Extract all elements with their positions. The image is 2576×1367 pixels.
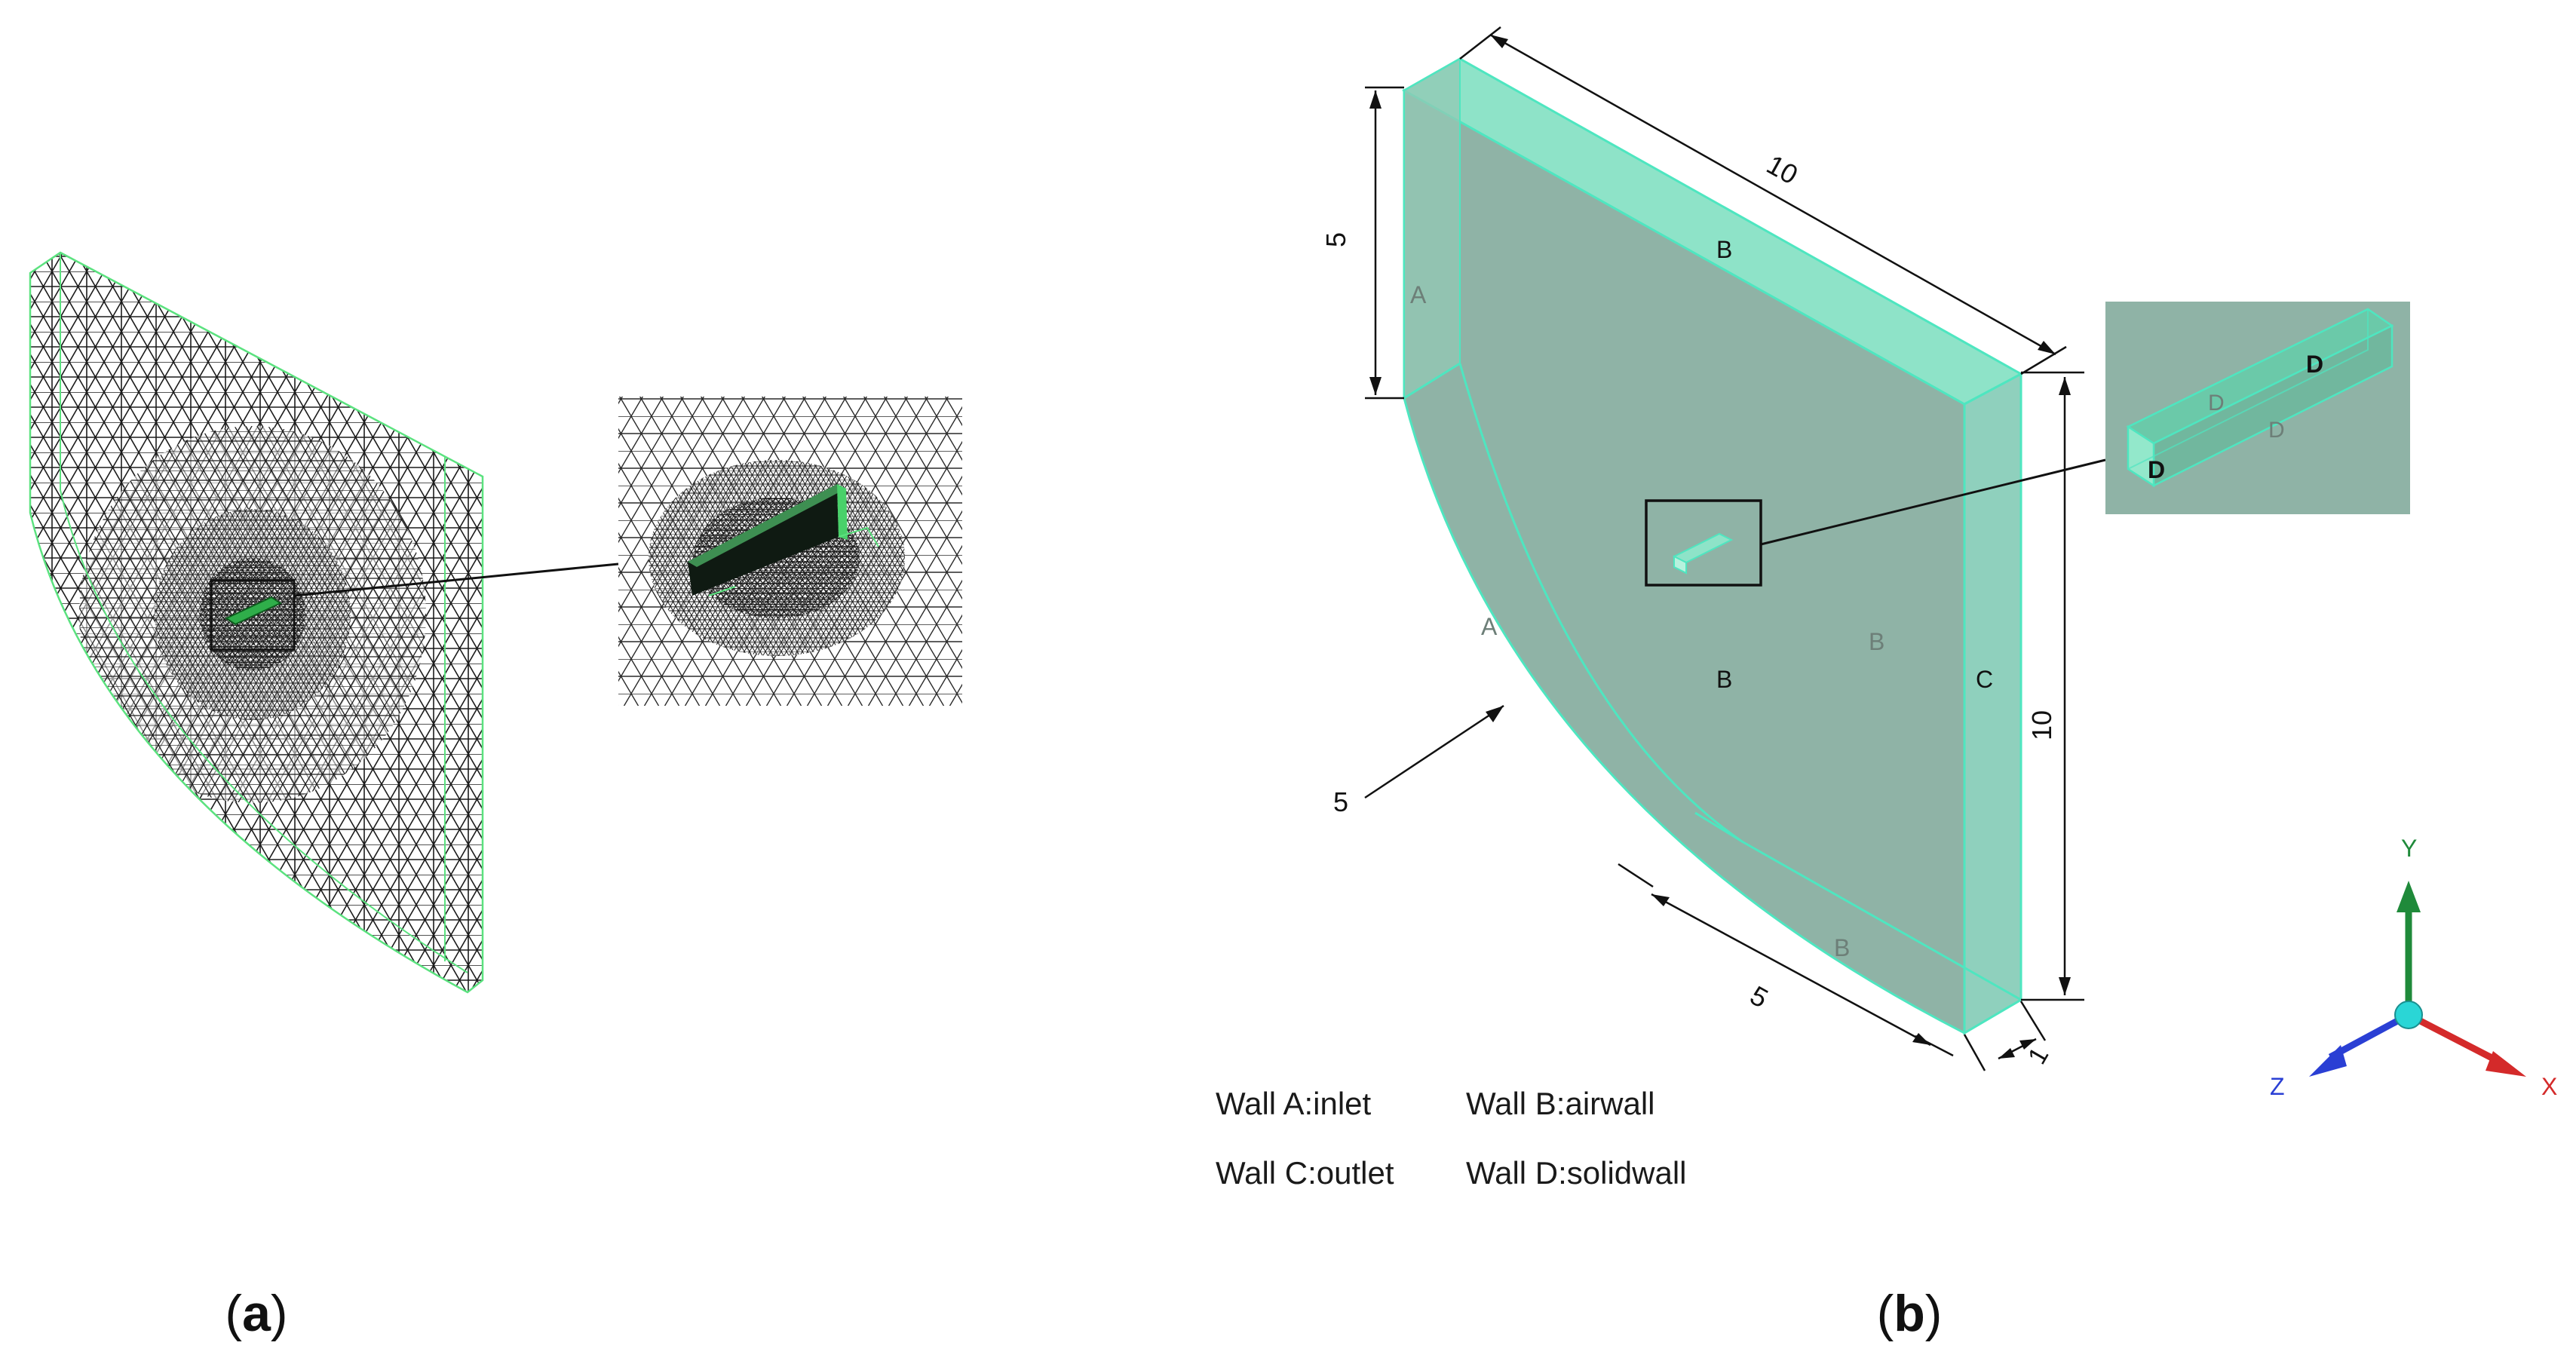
wall-label-b: B <box>1869 628 1884 655</box>
mesh-selection-box <box>210 579 296 651</box>
d-selection-box <box>1645 499 1762 587</box>
mesh-zoom-leader <box>293 562 619 597</box>
wall-label-a: A <box>1410 281 1427 308</box>
x-axis-label: X <box>2541 1073 2557 1100</box>
dimension-arrows <box>1369 35 2071 1059</box>
solid-right-face <box>1963 372 2022 1035</box>
wall-label-c: C <box>1976 666 1993 693</box>
z-axis-arrow <box>2309 1045 2347 1077</box>
z-axis <box>2328 1012 2411 1060</box>
mesh-zoom-object-side <box>837 484 848 540</box>
y-axis-label: Y <box>2401 835 2417 862</box>
panel-a: (a) <box>29 251 962 1342</box>
panel-b: D D D D A A B B B B C <box>1320 26 2557 1342</box>
solid-left-face <box>1403 57 1461 400</box>
wall-label-b: B <box>1834 934 1850 961</box>
x-axis-arrow <box>2486 1051 2526 1077</box>
caption-b: (b) <box>1877 1285 1943 1342</box>
mesh-zoom-inset <box>618 397 962 706</box>
coordinate-triad: Y X Z <box>2270 835 2557 1100</box>
arc-wall-edge <box>1458 363 2022 1001</box>
dimension-label: 10 <box>1762 149 1803 190</box>
x-axis <box>2406 1012 2504 1066</box>
wall-label-b: B <box>1716 666 1732 693</box>
d-zoom-leader <box>1760 458 2106 546</box>
wall-label-d: D <box>2148 456 2165 483</box>
legend-wall-d: Wall D:solidwall <box>1466 1155 1687 1191</box>
mesh-outline <box>29 251 484 994</box>
origin-sphere <box>2394 1001 2423 1029</box>
wall-label-d: D <box>2306 351 2323 378</box>
dimension-label: 10 <box>2026 710 2057 740</box>
dimension-label: 5 <box>1333 786 1348 817</box>
dimension-label: 1 <box>2022 1043 2054 1069</box>
dimension-label: 5 <box>1745 979 1773 1014</box>
wall-label-d: D <box>2268 418 2285 443</box>
legend-wall-b: Wall B:airwall <box>1466 1086 1655 1121</box>
dimension-label: 5 <box>1320 232 1351 247</box>
caption-a: (a) <box>225 1285 287 1342</box>
wall-label-a: A <box>1481 613 1498 640</box>
z-axis-label: Z <box>2270 1073 2285 1100</box>
mesh-object <box>224 596 283 626</box>
legend-wall-c: Wall C:outlet <box>1216 1155 1394 1191</box>
wall-label-d: D <box>2208 391 2225 415</box>
mesh-inner-edge <box>60 253 468 973</box>
wall-label-b: B <box>1716 236 1732 263</box>
dimension-lines <box>1364 26 2084 1071</box>
legend-wall-a: Wall A:inlet <box>1216 1086 1372 1121</box>
d-zoom-inset: D D D D <box>2105 302 2410 514</box>
mesh-zoom-object-top <box>688 484 846 567</box>
y-axis-arrow <box>2397 881 2421 912</box>
